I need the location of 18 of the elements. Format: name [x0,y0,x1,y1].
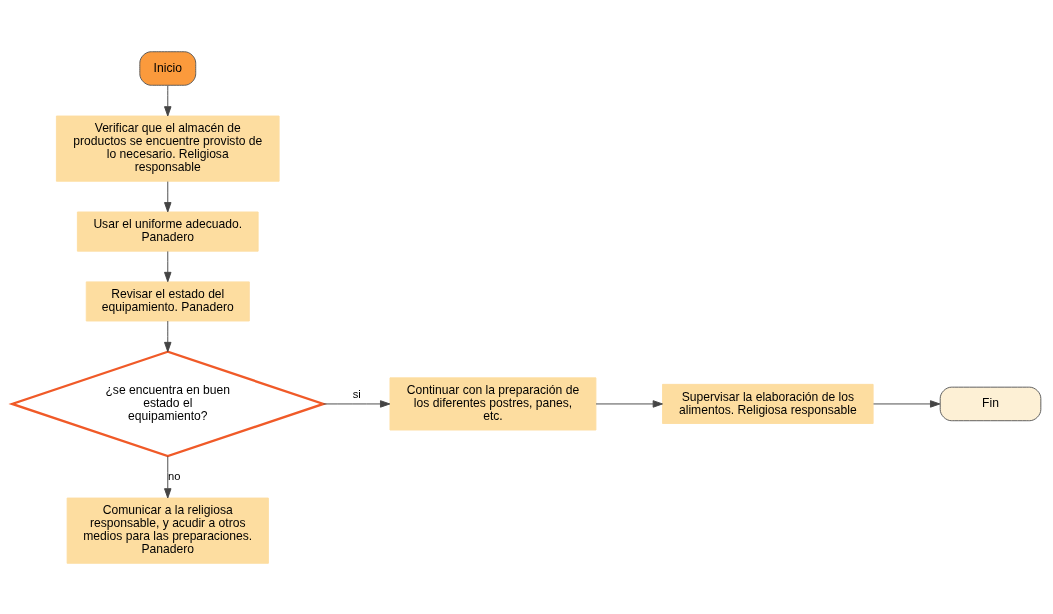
node-box: Fin [939,386,1042,421]
node-box: Continuar con la preparación de los diferentes postres, panes, etc. [389,376,597,430]
node-box: Supervisar la elaboración de los alimentos. Religiosa responsable [662,383,874,424]
node-box: Verificar que el almacén de productos se encuentre provisto de lo necesario. Religiosa responsable [55,115,280,182]
arrow [164,84,172,116]
arrow [164,180,172,212]
node-box: Inicio [139,50,197,86]
arrow [873,399,941,408]
edge-label: si [352,387,361,400]
arrow [164,250,172,282]
arrow [323,399,391,408]
arrow [164,320,172,352]
arrow [164,455,172,498]
node-box: Revisar el estado del equipamiento. Panadero [85,280,250,321]
edge-label: no [168,469,181,482]
node-box: Usar el uniforme adecuado. Panadero [76,211,259,252]
arrow [595,399,663,408]
node-box: Comunicar a la religiosa responsable, y acudir a otros medios para las preparaciones. Panadero [66,497,269,564]
